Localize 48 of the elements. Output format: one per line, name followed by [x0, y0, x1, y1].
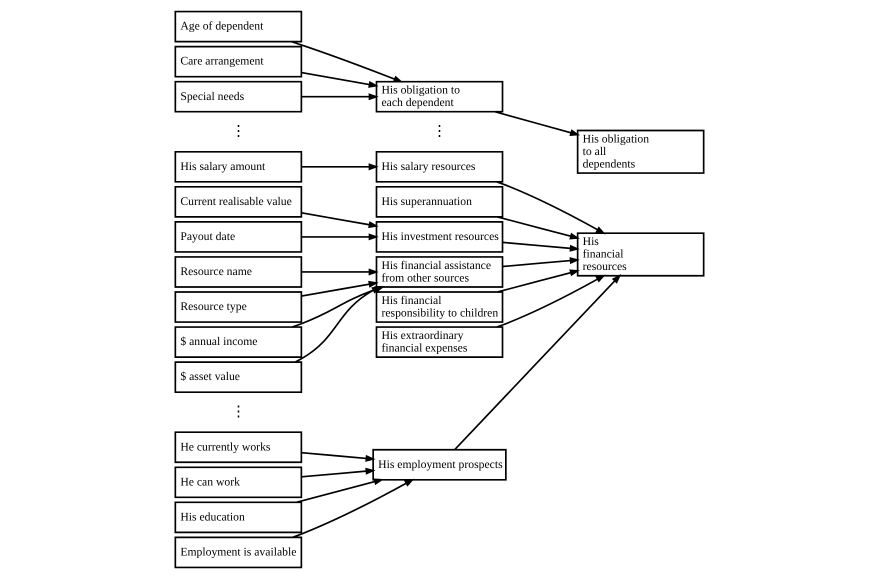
- arrow: [494, 110, 580, 136]
- node-box: Payout date: [174, 221, 302, 253]
- arrow: [300, 72, 378, 88]
- arrow: [300, 212, 378, 228]
- node-box: His salary amount: [174, 150, 302, 183]
- node-box: $ asset value: [174, 361, 302, 393]
- arrow: [300, 163, 378, 170]
- arrow: [496, 269, 580, 293]
- label: ⋮: [230, 123, 246, 140]
- node-box: His salary resources: [375, 150, 503, 183]
- node-box: His obligation to all dependents: [576, 130, 704, 174]
- node-box: Current realisable value: [174, 186, 302, 218]
- arrow: [502, 257, 580, 268]
- node-box: Resource type: [174, 291, 302, 323]
- node-box: His financial assistance from other sources: [375, 256, 503, 288]
- arrow: [290, 40, 403, 83]
- arrow: [300, 468, 376, 478]
- node-box: His education: [174, 502, 302, 534]
- node-box: Resource name: [174, 256, 302, 288]
- arrow: [294, 286, 382, 363]
- label: ⋮: [432, 123, 446, 140]
- arrow: [300, 280, 378, 297]
- node-box: His investment resources: [375, 221, 503, 253]
- node-box: Age of dependent: [174, 10, 302, 42]
- arrow: [292, 478, 414, 538]
- node-box: He can work: [174, 466, 302, 498]
- node-box: Care arrangement: [174, 46, 302, 78]
- arrow: [496, 216, 580, 240]
- arrow: [454, 274, 621, 450]
- node-box: His employment prospects: [372, 448, 506, 481]
- node-box: His obligation to each dependent: [375, 80, 503, 113]
- label: ⋮: [230, 404, 246, 420]
- node-box: His superannuation: [375, 186, 503, 218]
- node-box: Special needs: [174, 80, 302, 113]
- node-box: Employment is available: [174, 536, 302, 568]
- node-box: His extraordinary financial expenses: [375, 326, 503, 358]
- node-box: His financial responsibility to children: [375, 291, 503, 323]
- arrow: [300, 233, 378, 240]
- arrow: [300, 93, 378, 100]
- arrow: [300, 268, 378, 276]
- arrow: [502, 242, 580, 252]
- arrow: [300, 452, 376, 462]
- node-box: $ annual income: [174, 326, 302, 358]
- arrow: [496, 274, 606, 328]
- node-box: His financial resources: [576, 232, 704, 277]
- arrow: [296, 478, 384, 504]
- node-box: He currently works: [174, 431, 302, 464]
- arrow: [496, 181, 606, 234]
